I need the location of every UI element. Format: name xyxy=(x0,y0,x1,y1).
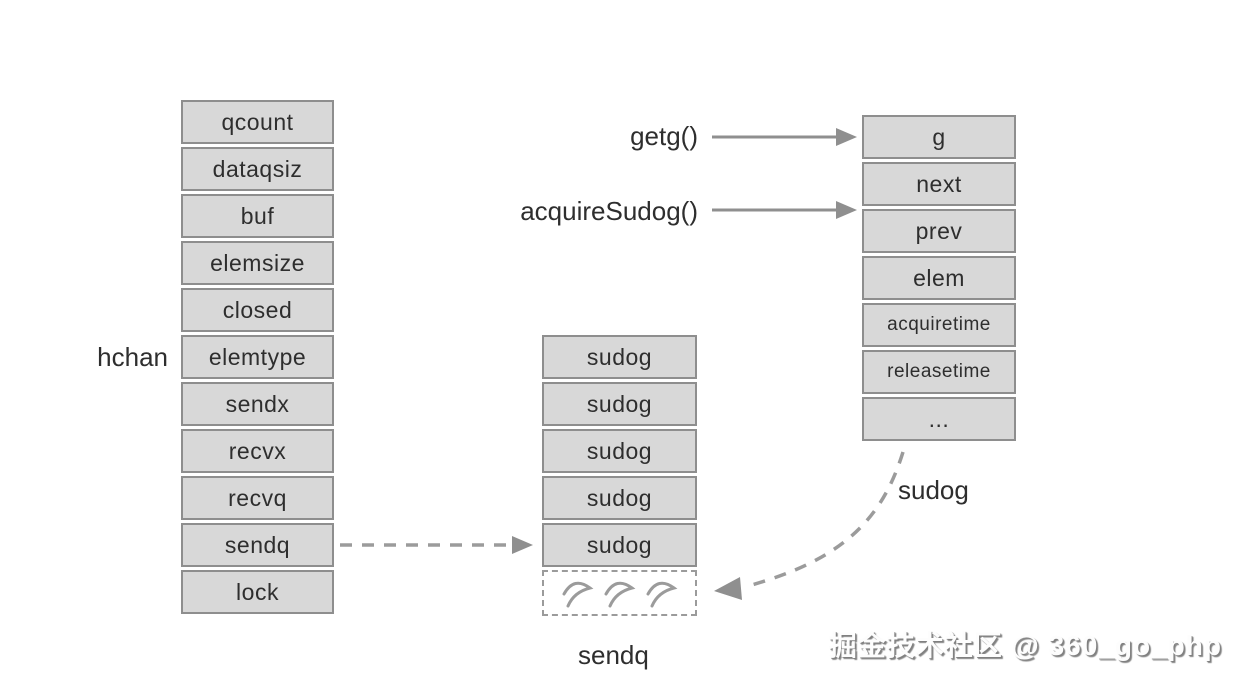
hchan-field-cell: buf xyxy=(181,194,334,238)
continuation-squiggle-icon xyxy=(646,581,677,608)
sudog-queue-dashed-arrow xyxy=(714,451,905,600)
sudog-field-cell: prev xyxy=(862,209,1016,253)
watermark: 掘金技术社区 @ 360_go_php xyxy=(828,630,1222,661)
hchan-field-cell: sendq xyxy=(181,523,334,567)
sendq-label: sendq xyxy=(578,640,649,670)
sudog-queue-cell: sudog xyxy=(542,523,697,567)
hchan-field-cell: recvq xyxy=(181,476,334,520)
sudog-field-cell: next xyxy=(862,162,1016,206)
sudog-field-cell: g xyxy=(862,115,1016,159)
queue-overflow-box xyxy=(542,570,697,616)
sudog-field-cell: elem xyxy=(862,256,1016,300)
acquire-sudog-call-label: acquireSudog() xyxy=(520,196,698,226)
continuation-squiggle-icon xyxy=(604,581,635,608)
hchan-field-cell: elemsize xyxy=(181,241,334,285)
sudog-queue-cell: sudog xyxy=(542,382,697,426)
sudog-label: sudog xyxy=(898,475,969,505)
sudog-queue-cell: sudog xyxy=(542,335,697,379)
sudog-queue-cell: sudog xyxy=(542,429,697,473)
hchan-field-cell: lock xyxy=(181,570,334,614)
hchan-field-cell: dataqsiz xyxy=(181,147,334,191)
hchan-field-cell: recvx xyxy=(181,429,334,473)
acquire-sudog-arrow xyxy=(712,201,857,219)
hchan-label: hchan xyxy=(97,342,168,372)
continuation-squiggle-icon xyxy=(562,581,593,608)
sudog-queue-cell: sudog xyxy=(542,476,697,520)
hchan-field-cell: qcount xyxy=(181,100,334,144)
sendq-dashed-arrow xyxy=(340,536,533,554)
hchan-field-cell: elemtype xyxy=(181,335,334,379)
sudog-field-cell: ... xyxy=(862,397,1016,441)
hchan-field-cell: closed xyxy=(181,288,334,332)
getg-call-label: getg() xyxy=(630,121,698,151)
getg-arrow xyxy=(712,128,857,146)
hchan-field-cell: sendx xyxy=(181,382,334,426)
sudog-field-cell: releasetime xyxy=(862,350,1016,394)
sudog-field-cell: acquiretime xyxy=(862,303,1016,347)
